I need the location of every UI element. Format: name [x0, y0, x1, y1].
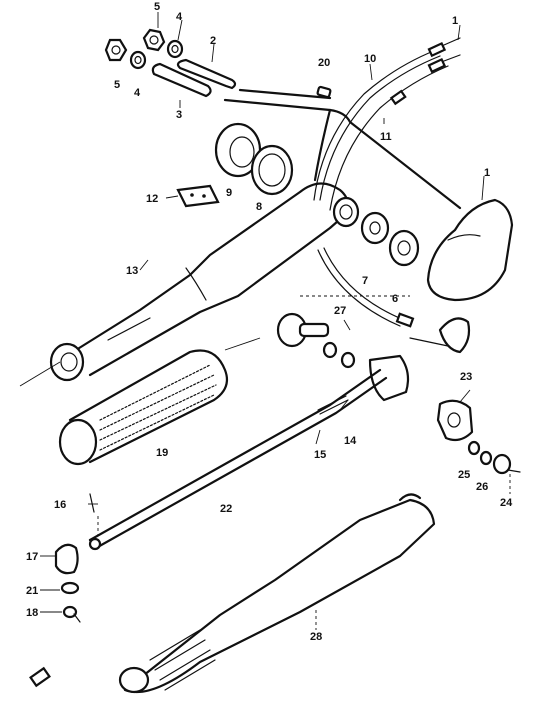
label-part-19: 19	[156, 447, 168, 459]
part-bushing-9-right	[250, 144, 294, 196]
label-part-25: 25	[458, 469, 470, 481]
corner-symbol	[29, 666, 51, 688]
part-grip-19	[19, 337, 261, 466]
label-part-7: 7	[362, 275, 368, 287]
part-washer-25	[467, 440, 481, 456]
label-part-26: 26	[476, 481, 488, 493]
label-part-21: 21	[26, 585, 38, 597]
part-shaft-15	[88, 368, 388, 550]
part-washer-26	[479, 450, 493, 466]
label-part-5-lower: 5	[114, 79, 120, 91]
part-cable-27	[300, 247, 415, 328]
label-part-12: 12	[146, 193, 158, 205]
part-labels: 1 1 2 3 4 4 5 5 6 7 8 9 10 11 12 13 14 1…	[26, 1, 513, 643]
part-cable-11	[329, 54, 461, 211]
label-part-1: 1	[484, 167, 490, 179]
label-part-1b: 1	[452, 15, 458, 27]
part-washer-4-lower	[129, 50, 147, 70]
label-part-6: 6	[392, 293, 398, 305]
part-screw-24	[492, 453, 521, 475]
label-part-8: 8	[256, 201, 262, 213]
label-part-28: 28	[310, 631, 322, 643]
label-part-13: 13	[126, 265, 138, 277]
part-throttle-cap	[276, 312, 330, 348]
part-rod-22	[88, 537, 102, 551]
label-part-11: 11	[380, 131, 392, 143]
label-part-20: 20	[318, 57, 330, 69]
part-cable-10	[313, 37, 461, 201]
part-pin-2	[176, 58, 237, 90]
label-part-15: 15	[314, 449, 326, 461]
part-small-washers	[322, 341, 356, 369]
part-tiller-arm-13	[49, 182, 360, 382]
label-part-18: 18	[26, 607, 38, 619]
label-part-22: 22	[220, 503, 232, 515]
part-washer-7	[360, 211, 390, 245]
label-part-24: 24	[500, 497, 513, 509]
label-part-5-upper: 5	[154, 1, 160, 13]
label-part-14: 14	[344, 435, 357, 447]
part-washer-6	[388, 229, 420, 267]
part-throttle-block	[368, 317, 471, 402]
label-part-9: 9	[226, 187, 232, 199]
part-plate-12	[176, 184, 220, 208]
label-part-10: 10	[364, 53, 376, 65]
label-part-16: 16	[54, 499, 66, 511]
label-part-17: 17	[26, 551, 38, 563]
part-cover-28	[118, 493, 436, 694]
part-friction-block-23	[436, 399, 474, 442]
label-part-23: 23	[460, 371, 472, 383]
label-part-4-lower: 4	[134, 87, 141, 99]
part-pin-3	[151, 62, 212, 98]
part-pin-16	[89, 493, 95, 513]
label-part-3: 3	[176, 109, 182, 121]
leader-lines	[40, 12, 511, 630]
part-nut-5-lower	[104, 38, 128, 62]
part-nut-5-upper	[142, 28, 166, 52]
label-part-4-upper: 4	[176, 11, 183, 23]
part-screw-18	[62, 605, 81, 623]
label-part-2: 2	[210, 35, 216, 47]
part-washer-4-upper	[166, 39, 184, 59]
part-clip-20	[316, 85, 332, 99]
part-knob-17	[54, 543, 79, 575]
label-part-27: 27	[334, 305, 346, 317]
part-washer-21	[60, 581, 80, 595]
